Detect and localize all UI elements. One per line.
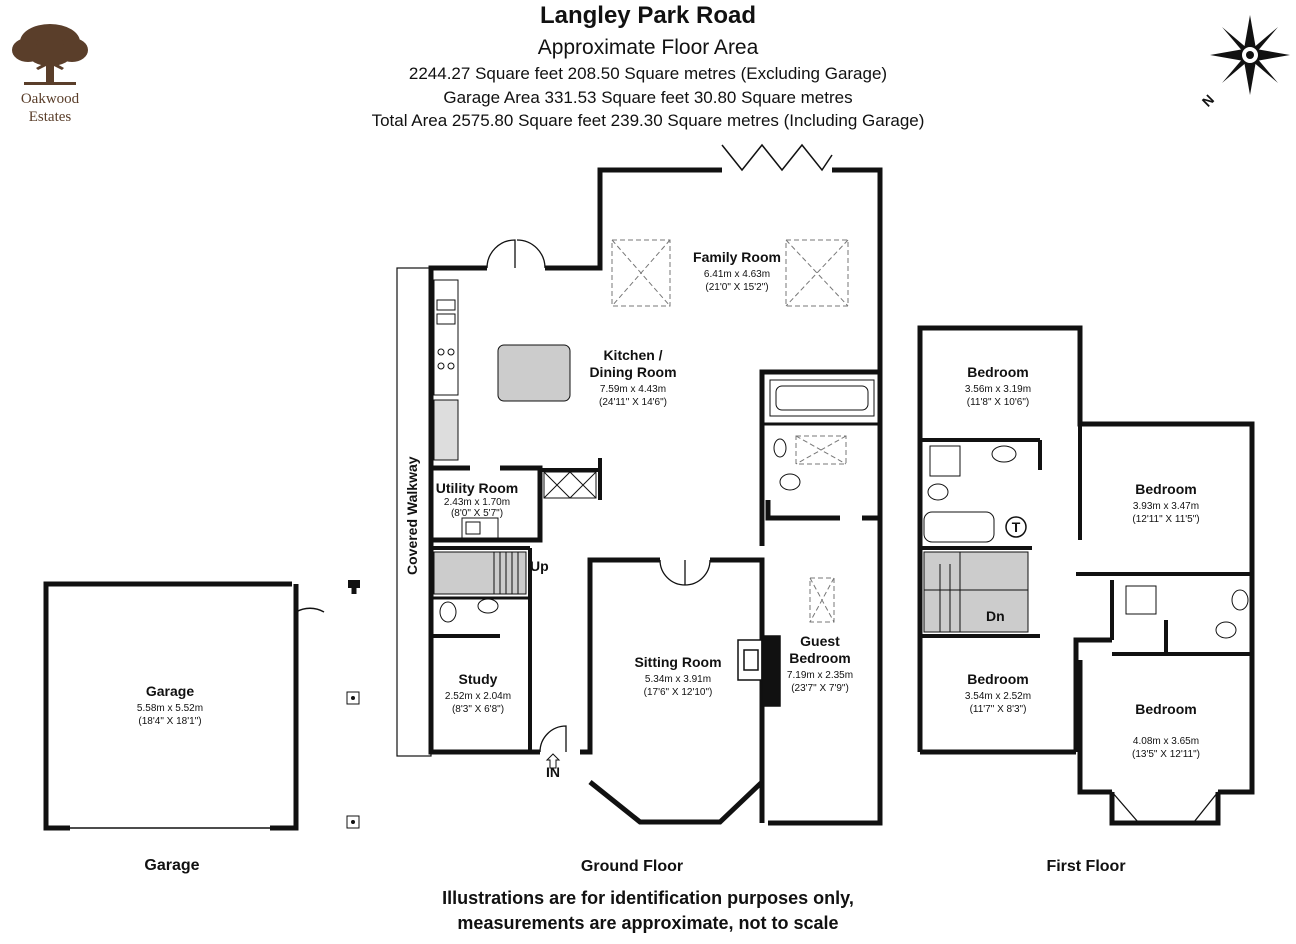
kitchen-french-doors — [486, 239, 546, 269]
ground-wc — [439, 598, 499, 623]
guest-name-2: Bedroom — [789, 650, 850, 666]
hall-cupboards — [543, 471, 597, 499]
stairs-down-label: Dn — [986, 608, 1005, 624]
kitchen-name-1: Kitchen / — [603, 347, 662, 363]
logo-text: Oakwood Estates — [6, 90, 94, 126]
study-imperial: (8'3" X 6'8") — [452, 704, 504, 715]
disclaimer: Illustrations are for identification pur… — [0, 886, 1296, 936]
garage-floor-label: Garage — [144, 857, 200, 874]
bedroom-4-metric: 4.08m x 3.65m — [1133, 736, 1199, 747]
bedroom-1-imperial: (11'8" X 10'6") — [967, 397, 1029, 408]
oak-tree-icon — [12, 24, 88, 85]
first-floor-walls — [917, 325, 1255, 826]
garage-metric: 5.58m x 5.52m — [137, 703, 203, 714]
kitchen-imperial: (24'11" X 14'6") — [599, 397, 667, 408]
bedroom-1-name: Bedroom — [967, 364, 1028, 380]
tank-icon — [1005, 516, 1027, 538]
logo-line-1: Oakwood — [20, 91, 80, 107]
garage-name: Garage — [146, 683, 194, 699]
area-excluding-garage: 2244.27 Square feet 208.50 Square metres… — [408, 64, 888, 83]
guest-bathroom — [769, 379, 875, 491]
compass-icon — [1210, 15, 1290, 95]
bedroom-3-imperial: (11'7" X 8'3") — [970, 704, 1027, 715]
plan-subtitle: Approximate Floor Area — [537, 36, 759, 59]
logo-line-2: Estates — [28, 109, 72, 125]
study-metric: 2.52m x 2.04m — [445, 691, 511, 702]
ground-floor-label: Ground Floor — [580, 858, 684, 875]
front-door — [539, 725, 567, 753]
kitchen-units — [433, 279, 459, 461]
ground-stairs — [433, 551, 527, 595]
guest-metric: 7.19m x 2.35m — [787, 670, 853, 681]
utility-imperial: (8'0" X 5'7") — [451, 508, 503, 519]
covered-walkway — [396, 267, 432, 757]
tank-label: T — [1012, 519, 1021, 535]
sitting-room-metric: 5.34m x 3.91m — [645, 674, 711, 685]
oakwood-logo: Oakwood Estates — [6, 20, 94, 130]
guest-imperial: (23'7" X 7'9") — [791, 683, 849, 694]
total-area: Total Area 2575.80 Square feet 239.30 Sq… — [371, 111, 925, 130]
fireplace — [737, 635, 781, 707]
north-label: N — [1199, 91, 1217, 109]
bifold-doors — [721, 143, 833, 172]
entrance-label: IN — [546, 764, 560, 780]
bedroom-2-name: Bedroom — [1135, 481, 1196, 497]
bedroom-3-metric: 3.54m x 2.52m — [965, 691, 1031, 702]
first-floor-label: First Floor — [1046, 858, 1126, 875]
first-floor-bathroom — [923, 445, 1249, 639]
utility-name: Utility Room — [436, 480, 518, 496]
covered-walkway-label: Covered Walkway — [404, 456, 420, 575]
garage-imperial: (18'4" X 18'1") — [138, 716, 201, 727]
sitting-room-imperial: (17'6" X 12'10") — [644, 687, 713, 698]
plan-title: Langley Park Road — [539, 2, 757, 29]
family-room-imperial: (21'0" X 15'2") — [705, 282, 768, 293]
study-name: Study — [459, 671, 498, 687]
family-room-name: Family Room — [693, 249, 781, 265]
family-room-metric: 6.41m x 4.63m — [704, 269, 770, 280]
sitting-room-name: Sitting Room — [634, 654, 721, 670]
bay-window — [1111, 791, 1219, 823]
utility-metric: 2.43m x 1.70m — [444, 497, 510, 508]
first-floor-stairs — [923, 551, 1029, 633]
bedroom-4-imperial: (13'5" X 12'11") — [1132, 749, 1200, 760]
bedroom-2-metric: 3.93m x 3.47m — [1133, 501, 1199, 512]
disclaimer-line-2: measurements are approximate, not to sca… — [457, 913, 839, 933]
entrance-arrow-icon — [545, 753, 561, 769]
bedroom-3-name: Bedroom — [967, 671, 1028, 687]
guest-name-1: Guest — [800, 633, 840, 649]
disclaimer-line-1: Illustrations are for identification pur… — [442, 888, 854, 908]
kitchen-name-2: Dining Room — [589, 364, 676, 380]
roof-lights — [611, 239, 849, 623]
garage-plan — [43, 580, 360, 831]
garage-sockets — [346, 691, 360, 829]
ground-floor-walls — [428, 167, 883, 826]
garage-area: Garage Area 331.53 Square feet 30.80 Squ… — [443, 88, 853, 107]
kitchen-island — [497, 344, 571, 402]
bedroom-1-metric: 3.56m x 3.19m — [965, 384, 1031, 395]
bedroom-2-imperial: (12'11" X 11'5") — [1132, 514, 1199, 525]
sitting-french-doors — [659, 559, 711, 586]
kitchen-metric: 7.59m x 4.43m — [600, 384, 666, 395]
bedroom-4-name: Bedroom — [1135, 701, 1196, 717]
utility-sink — [461, 517, 499, 539]
stairs-up-label: Up — [530, 558, 549, 574]
